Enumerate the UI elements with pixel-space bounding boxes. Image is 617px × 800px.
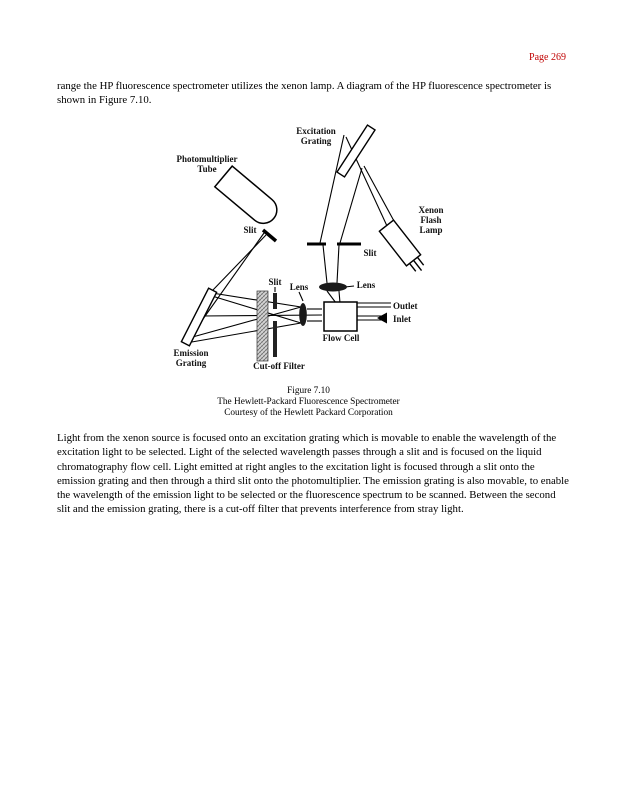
emission-lens-shape [299, 303, 307, 326]
light-ray [339, 167, 363, 244]
excitation-grating-shape [336, 124, 376, 178]
outlet-label: Outlet [393, 301, 418, 311]
light-ray [211, 234, 267, 292]
inlet-tube [357, 312, 387, 324]
excitation-grating-plate [336, 124, 376, 178]
photomultiplier-slit-label: Slit [243, 225, 256, 235]
excitation-grating-label: Excitation [296, 126, 336, 136]
outlet-tube [357, 302, 391, 308]
excitation-lens-label: Lens [357, 280, 376, 290]
xenon-lamp-label: Flash [420, 215, 441, 225]
figure-number: Figure 7.10 [287, 386, 330, 396]
emission-grating-label: Emission [173, 348, 208, 358]
figure-caption: Figure 7.10 The Hewlett-Packard Fluoresc… [0, 386, 617, 418]
light-ray [185, 232, 265, 344]
cutoff-filter-label: Cut-off Filter [253, 361, 305, 371]
xenon-lamp-body [378, 219, 422, 267]
lamp-prong [416, 256, 425, 266]
photomultiplier-label: Photomultiplier [177, 154, 238, 164]
inlet-arrow-icon [377, 312, 387, 324]
photomultiplier-shape [213, 165, 278, 225]
photomultiplier-label: Tube [197, 164, 216, 174]
light-ray [188, 306, 302, 339]
xenon-lamp-label: Xenon [418, 205, 443, 215]
emission-lens-label: Lens [290, 282, 309, 292]
body-paragraph: Light from the xenon source is focused o… [57, 432, 569, 516]
label-pointer-line [298, 291, 304, 302]
spectrometer-diagram: Excitation Grating Photomultiplier Tube … [173, 124, 444, 371]
photomultiplier-slit-shape [261, 228, 278, 243]
excitation-lens-shape [319, 282, 347, 292]
excitation-grating-label: Grating [301, 136, 332, 146]
light-ray [338, 290, 341, 304]
light-ray [326, 290, 337, 304]
light-ray [322, 244, 328, 284]
intro-paragraph: range the HP fluorescence spectrometer u… [57, 80, 552, 106]
xenon-lamp-label: Lamp [419, 225, 442, 235]
light-ray [345, 136, 388, 227]
light-ray [363, 165, 395, 222]
flow-cell-shape [323, 301, 358, 332]
light-ray [185, 322, 302, 344]
excitation-slit-label: Slit [363, 248, 376, 258]
inlet-label: Inlet [393, 314, 411, 324]
photomultiplier-body [213, 165, 278, 225]
page-number: Page 269 [529, 52, 566, 63]
emission-grating-shape [180, 287, 218, 347]
light-ray [211, 292, 302, 308]
light-ray [200, 314, 323, 317]
lamp-prong [412, 259, 423, 272]
light-ray [211, 295, 302, 324]
light-ray [319, 134, 345, 244]
label-pointer-line [344, 285, 355, 288]
emission-grating-plate [180, 287, 218, 347]
lamp-prong [409, 262, 417, 272]
cutoff-filter-shape [256, 290, 269, 362]
light-rays [185, 134, 395, 344]
flow-cell-label: Flow Cell [323, 333, 360, 343]
emission-slit-label: Slit [268, 277, 281, 287]
light-ray [336, 244, 340, 284]
figure-title: The Hewlett-Packard Fluorescence Spectro… [217, 396, 400, 407]
emission-grating-label: Grating [176, 358, 207, 368]
figure-credit: Courtesy of the Hewlett Packard Corporat… [224, 407, 393, 418]
xenon-lamp-shape [378, 219, 425, 272]
